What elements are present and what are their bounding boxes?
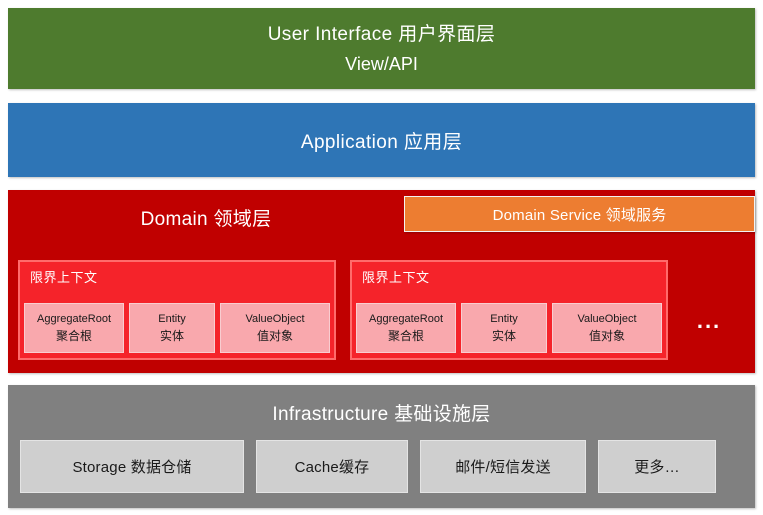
entity-en: Entity bbox=[158, 313, 186, 325]
value-object-box: ValueObject 值对象 bbox=[220, 303, 330, 353]
domain-layer-title: Domain 领域层 bbox=[140, 209, 272, 230]
infrastructure-cache-box: Cache缓存 bbox=[256, 440, 408, 493]
infrastructure-messaging-label: 邮件/短信发送 bbox=[455, 459, 551, 476]
bounded-context-title: 限界上下文 bbox=[362, 270, 430, 285]
infrastructure-items: Storage 数据仓储 Cache缓存 邮件/短信发送 更多… bbox=[20, 440, 743, 493]
entity-en: Entity bbox=[490, 313, 518, 325]
aggregate-root-zh: 聚合根 bbox=[387, 329, 424, 343]
more-contexts-ellipsis-icon: ... bbox=[696, 308, 722, 333]
infrastructure-cache-label: Cache缓存 bbox=[294, 459, 370, 476]
value-object-zh: 值对象 bbox=[588, 329, 625, 343]
infrastructure-storage-label: Storage 数据仓储 bbox=[72, 459, 192, 476]
bounded-context-title: 限界上下文 bbox=[30, 270, 98, 285]
infrastructure-layer-title: Infrastructure 基础设施层 bbox=[272, 404, 491, 425]
entity-box: Entity 实体 bbox=[461, 303, 547, 353]
bounded-context-box: 限界上下文 AggregateRoot 聚合根 Entity 实体 ValueO… bbox=[350, 260, 668, 360]
domain-service-label: Domain Service 领域服务 bbox=[492, 206, 667, 224]
aggregate-root-en: AggregateRoot bbox=[37, 313, 111, 325]
bounded-context-items: AggregateRoot 聚合根 Entity 实体 ValueObject … bbox=[352, 300, 666, 356]
application-layer: Application 应用层 bbox=[8, 103, 755, 177]
bounded-context-box: 限界上下文 AggregateRoot 聚合根 Entity 实体 ValueO… bbox=[18, 260, 336, 360]
value-object-zh: 值对象 bbox=[256, 329, 293, 343]
user-interface-layer: User Interface 用户界面层 View/API bbox=[8, 8, 755, 89]
value-object-en: ValueObject bbox=[577, 313, 637, 325]
bounded-context-items: AggregateRoot 聚合根 Entity 实体 ValueObject … bbox=[20, 300, 334, 356]
aggregate-root-box: AggregateRoot 聚合根 bbox=[24, 303, 124, 353]
value-object-box: ValueObject 值对象 bbox=[552, 303, 662, 353]
aggregate-root-box: AggregateRoot 聚合根 bbox=[356, 303, 456, 353]
user-interface-layer-subtitle: View/API bbox=[345, 53, 418, 74]
entity-box: Entity 实体 bbox=[129, 303, 215, 353]
aggregate-root-en: AggregateRoot bbox=[369, 313, 443, 325]
infrastructure-layer: Infrastructure 基础设施层 Storage 数据仓储 Cache缓… bbox=[8, 385, 755, 508]
infrastructure-more-label: 更多… bbox=[634, 459, 680, 476]
value-object-en: ValueObject bbox=[245, 313, 305, 325]
application-layer-title: Application 应用层 bbox=[300, 131, 463, 153]
infrastructure-storage-box: Storage 数据仓储 bbox=[20, 440, 244, 493]
user-interface-layer-title: User Interface 用户界面层 bbox=[267, 23, 496, 45]
domain-service-box: Domain Service 领域服务 bbox=[404, 196, 755, 232]
domain-layer: Domain 领域层 Domain Service 领域服务 限界上下文 Agg… bbox=[8, 190, 755, 373]
infrastructure-messaging-box: 邮件/短信发送 bbox=[420, 440, 586, 493]
entity-zh: 实体 bbox=[491, 329, 516, 343]
entity-zh: 实体 bbox=[159, 329, 184, 343]
aggregate-root-zh: 聚合根 bbox=[55, 329, 92, 343]
infrastructure-more-box: 更多… bbox=[598, 440, 716, 493]
